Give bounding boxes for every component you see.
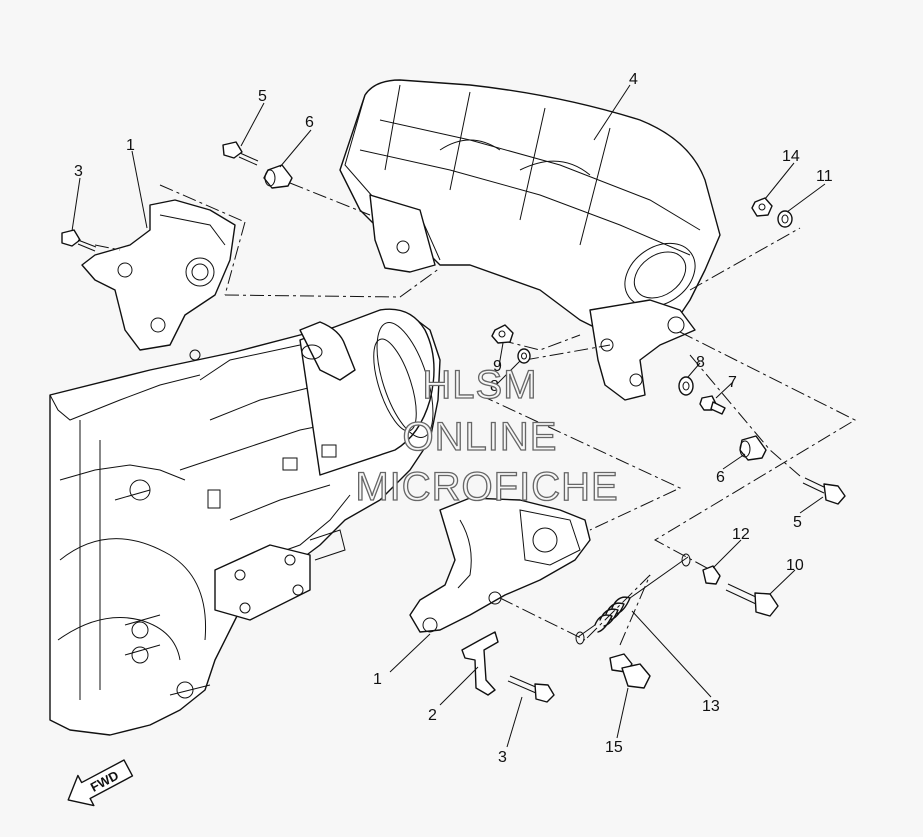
bolt-3-lower xyxy=(507,675,555,703)
callout-8-left: 8 xyxy=(490,378,499,395)
callout-9: 9 xyxy=(493,358,502,375)
callout-14: 14 xyxy=(782,148,800,165)
callout-3-lower: 3 xyxy=(498,749,507,766)
callout-10: 10 xyxy=(786,557,804,574)
nut-14 xyxy=(751,197,773,217)
duct-cover-drawing xyxy=(339,79,721,401)
callout-1-lower: 1 xyxy=(373,671,382,688)
washer-8-left xyxy=(517,348,531,364)
bolt-15 xyxy=(609,653,651,689)
callout-4: 4 xyxy=(629,71,638,88)
callout-7: 7 xyxy=(728,374,737,391)
callout-6-upper: 6 xyxy=(305,114,314,131)
watermark-line-1: HLSM xyxy=(422,363,537,407)
callout-8-right: 8 xyxy=(696,354,705,371)
washer-8-right xyxy=(678,376,694,396)
spring-13 xyxy=(575,553,691,645)
callout-11: 11 xyxy=(816,168,833,185)
callout-3-upper: 3 xyxy=(74,163,83,180)
collar-12 xyxy=(702,565,721,585)
bolt-5-lower xyxy=(802,477,846,505)
callout-1-upper: 1 xyxy=(126,137,135,154)
fitting-7 xyxy=(699,395,726,415)
callout-5-upper: 5 xyxy=(258,88,267,105)
assembly-center-lines xyxy=(94,182,857,646)
nut-9 xyxy=(491,324,514,344)
spacer-6-lower xyxy=(739,435,767,461)
watermark-line-2: ONLINE xyxy=(403,415,558,459)
spacer-6-upper xyxy=(263,164,293,189)
clip-part-2 xyxy=(461,631,499,696)
watermark-line-3: MICROFICHE xyxy=(355,465,618,509)
callout-labels: 1 1 2 3 3 4 5 5 6 6 7 8 8 9 10 11 12 13 … xyxy=(74,71,833,766)
mount-bracket-upper xyxy=(81,199,236,351)
bolt-10 xyxy=(725,583,779,617)
callout-13: 13 xyxy=(702,698,720,715)
watermark: HLSM ONLINE MICROFICHE xyxy=(355,362,619,509)
washer-11 xyxy=(777,210,793,228)
mount-bracket-lower xyxy=(409,497,591,633)
hardware xyxy=(61,141,846,703)
bolt-3-upper xyxy=(61,229,97,252)
bolt-5-upper xyxy=(222,141,259,166)
callout-12: 12 xyxy=(732,526,750,543)
callout-5-lower: 5 xyxy=(793,514,802,531)
pump-housing-drawing xyxy=(49,308,441,736)
callout-2: 2 xyxy=(428,707,437,724)
leader-lines xyxy=(71,84,826,748)
callout-6-lower: 6 xyxy=(716,469,725,486)
fwd-arrow: FWD xyxy=(67,759,134,807)
callout-15: 15 xyxy=(605,739,623,756)
